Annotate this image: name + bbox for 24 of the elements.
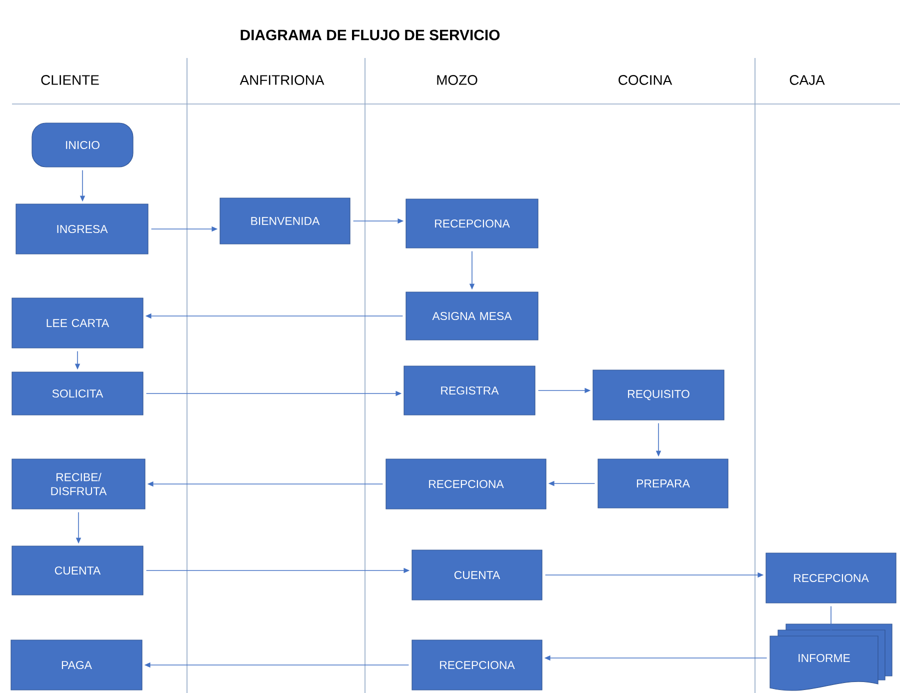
process-box: RECEPCIONA xyxy=(406,198,538,248)
lane-header: COCINA xyxy=(618,75,672,85)
process-box: RECEPCIONA xyxy=(766,552,896,604)
process-box: CUENTA xyxy=(412,550,542,600)
process-box: ASIGNA MESA xyxy=(406,292,538,340)
process-box: SOLICITA xyxy=(12,372,144,416)
lane-header: CLIENTE xyxy=(41,75,99,85)
process-box: RECEPCIONA xyxy=(386,458,546,510)
process-box: REGISTRA xyxy=(404,366,536,416)
process-box: RECEPCIONA xyxy=(412,640,542,690)
process-box: PAGA xyxy=(10,640,142,690)
process-box: CUENTA xyxy=(12,546,144,596)
title: DIAGRAMA DE FLUJO DE SERVICIO xyxy=(240,30,500,40)
process-box: REQUISITO xyxy=(592,370,724,420)
start-terminal: INICIO xyxy=(32,122,134,168)
lane-header: ANFITRIONA xyxy=(240,75,324,85)
document-stack: INFORME xyxy=(770,624,892,691)
process-box: INGRESA xyxy=(16,204,148,254)
process-box: BIENVENIDA xyxy=(220,198,350,244)
lane-header: CAJA xyxy=(790,75,825,85)
lane-header: MOZO xyxy=(437,75,478,85)
process-box: RECIBE/ DISFRUTA xyxy=(12,458,146,510)
process-box: PREPARA xyxy=(598,458,728,508)
process-box: LEE CARTA xyxy=(12,298,144,348)
